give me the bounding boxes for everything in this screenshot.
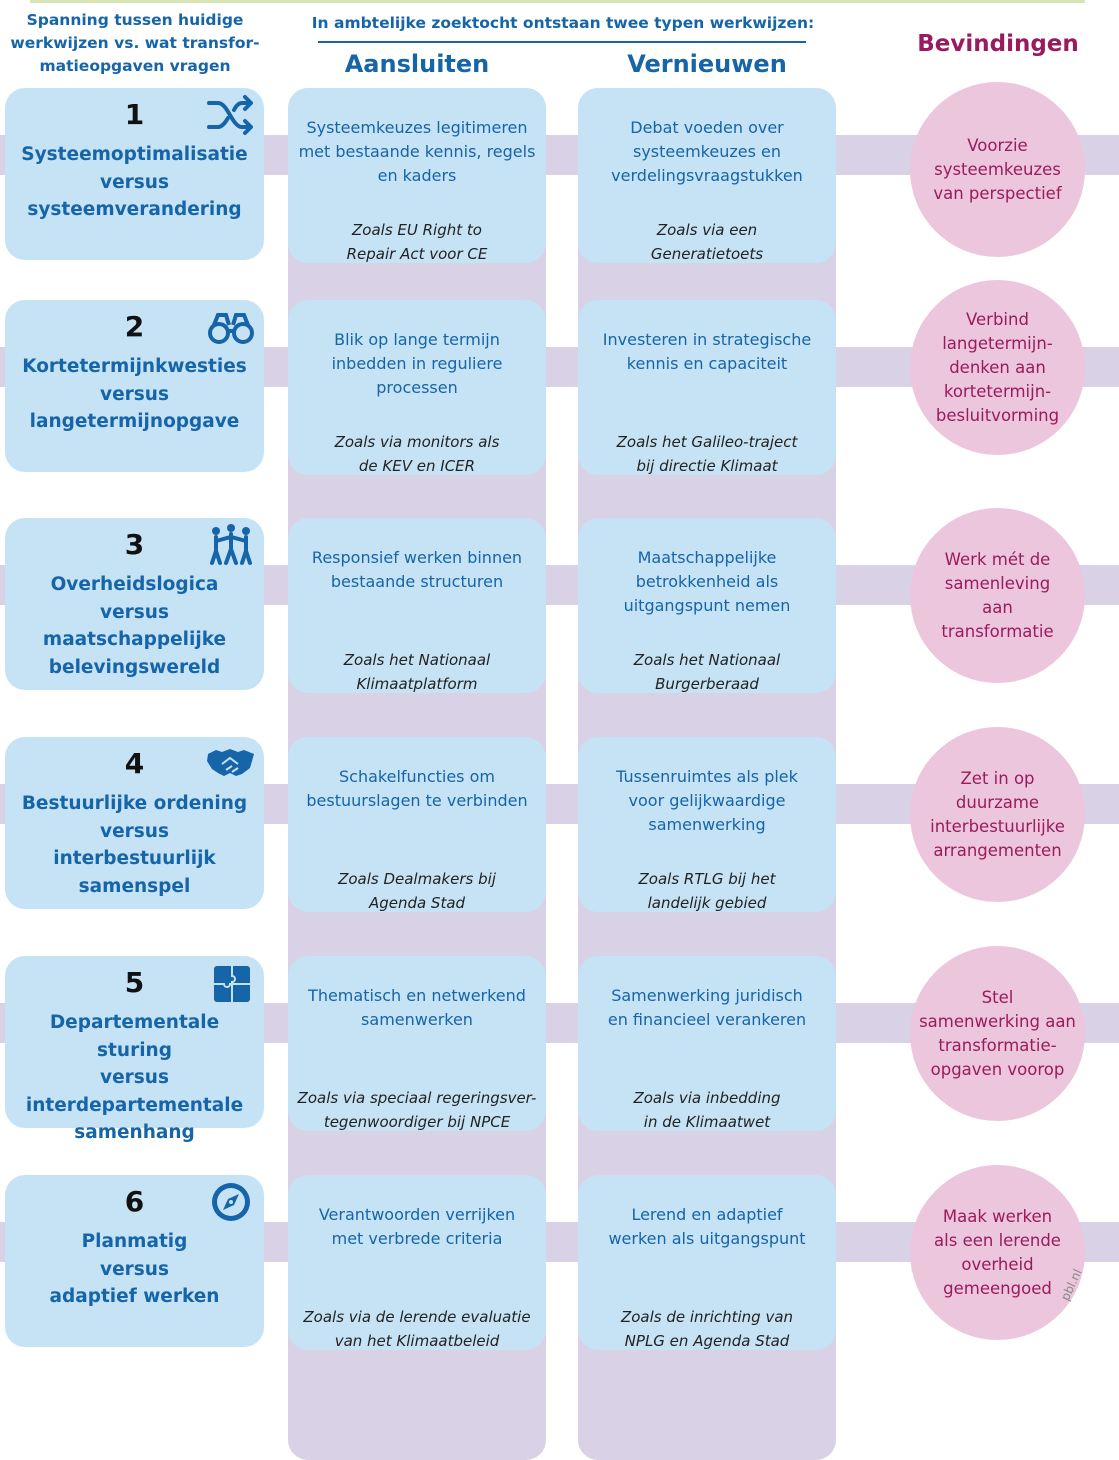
- aansluiten-example: Zoals EU Right to Repair Act voor CE: [346, 221, 488, 263]
- tension-row: 6 Planmatig versus adaptief werken Veran…: [0, 1165, 1119, 1460]
- tension-row: 1 Systeemoptimalisatie versus systeemver…: [0, 82, 1119, 373]
- tension-title: Systeemoptimalisatie versus systeemveran…: [21, 144, 248, 220]
- aansluiten-text: Schakelfuncties om bestuurslagen te verb…: [288, 737, 546, 912]
- tension-row: 2 Kortetermijnkwesties versus langetermi…: [0, 280, 1119, 585]
- vernieuwen-text: Maatschappelijke betrokkenheid als uitga…: [578, 518, 836, 693]
- shuffle-icon: [206, 93, 256, 137]
- header-bevindingen: Bevindingen: [917, 31, 1079, 57]
- header-vernieuwen: Vernieuwen: [627, 50, 787, 78]
- tension-title: Overheidslogica versus maatschappelijke …: [42, 574, 227, 678]
- people-holding-hands-icon: [206, 523, 256, 567]
- tension-box: 3 Overheidslogica versus maatschappelijk…: [5, 518, 264, 690]
- finding-circle: Zet in op duurzame interbestuurlijke arr…: [910, 727, 1085, 902]
- tension-title: Planmatig versus adaptief werken: [49, 1231, 220, 1307]
- header-aansluiten: Aansluiten: [344, 50, 490, 78]
- tension-number: 2: [124, 310, 145, 343]
- tension-row: 3 Overheidslogica versus maatschappelijk…: [0, 508, 1119, 803]
- finding-circle: Maak werken als een lerende overheid gem…: [910, 1165, 1085, 1340]
- top-rule: [30, 0, 1085, 3]
- aansluiten-card: Responsief werken binnen bestaande struc…: [288, 518, 546, 803]
- vernieuwen-card: Lerend en adaptief werken als uitgangspu…: [578, 1175, 836, 1460]
- tension-number: 4: [124, 747, 145, 780]
- vernieuwen-text: Debat voeden over systeemkeuzes en verde…: [578, 88, 836, 263]
- tension-box: 1 Systeemoptimalisatie versus systeemver…: [5, 88, 264, 260]
- vernieuwen-example: Zoals de inrichting van NPLG en Agenda S…: [620, 1308, 794, 1350]
- tension-number: 6: [124, 1185, 145, 1218]
- aansluiten-text: Responsief werken binnen bestaande struc…: [288, 518, 546, 693]
- vernieuwen-example: Zoals RTLG bij het landelijk gebied: [638, 870, 776, 912]
- tension-box: 5 Departementale sturing versus interdep…: [5, 956, 264, 1143]
- aansluiten-text: Verantwoorden verrijken met verbrede cri…: [288, 1175, 546, 1350]
- aansluiten-card: Verantwoorden verrijken met verbrede cri…: [288, 1175, 546, 1460]
- tension-number: 1: [124, 98, 145, 131]
- vernieuwen-text: Lerend en adaptief werken als uitgangspu…: [578, 1175, 836, 1350]
- tension-title: Bestuurlijke ordening versus interbestuu…: [21, 793, 248, 897]
- tension-box: 2 Kortetermijnkwesties versus langetermi…: [5, 300, 264, 472]
- left-column-header: Spanning tussen huidige werkwijzen vs. w…: [10, 11, 260, 75]
- aansluiten-example: Zoals via speciaal regeringsver- tegenwo…: [297, 1089, 537, 1131]
- vernieuwen-text: Tussenruimtes als plek voor gelijkwaardi…: [578, 737, 836, 912]
- vernieuwen-text: Investeren in strategische kennis en cap…: [578, 300, 836, 475]
- finding-circle: Stel samenwerking aan transformatie- opg…: [910, 946, 1085, 1121]
- handshake-icon: [206, 742, 256, 786]
- middle-header-rule: [318, 41, 806, 43]
- finding-circle: Voorzie systeemkeuzes van perspectief: [910, 82, 1085, 257]
- aansluiten-text: Thematisch en netwerkend samenwerken: [288, 956, 546, 1131]
- compass-icon: [206, 1180, 256, 1224]
- finding-circle: Verbind langetermijn- denken aan kortete…: [910, 280, 1085, 455]
- tension-box: 6 Planmatig versus adaptief werken: [5, 1175, 264, 1347]
- tension-number: 5: [124, 966, 145, 999]
- finding-circle: Werk mét de samenleving aan transformati…: [910, 508, 1085, 683]
- aansluiten-example: Zoals via monitors als de KEV en ICER: [334, 433, 500, 475]
- aansluiten-example: Zoals Dealmakers bij Agenda Stad: [338, 870, 496, 912]
- vernieuwen-example: Zoals via inbedding in de Klimaatwet: [633, 1089, 781, 1131]
- aansluiten-example: Zoals via de lerende evaluatie van het K…: [303, 1308, 531, 1350]
- binoculars-icon: [206, 305, 256, 349]
- tension-title: Kortetermijnkwesties versus langetermijn…: [22, 356, 247, 432]
- vernieuwen-example: Zoals via een Generatietoets: [650, 221, 764, 263]
- tension-box: 4 Bestuurlijke ordening versus interbest…: [5, 737, 264, 909]
- vernieuwen-example: Zoals het Nationaal Burgerberaad: [633, 651, 781, 693]
- tension-number: 3: [124, 528, 145, 561]
- middle-header: In ambtelijke zoektocht ontstaan twee ty…: [311, 14, 815, 32]
- aansluiten-text: Systeemkeuzes legitimeren met bestaande …: [288, 88, 546, 263]
- tension-title: Departementale sturing versus interdepar…: [25, 1012, 244, 1143]
- vernieuwen-example: Zoals het Galileo-traject bij directie K…: [616, 433, 798, 475]
- vernieuwen-text: Samenwerking juridisch en financieel ver…: [578, 956, 836, 1131]
- aansluiten-example: Zoals het Nationaal Klimaatplatform: [343, 651, 491, 693]
- puzzle-icon: [206, 961, 256, 1005]
- aansluiten-text: Blik op lange termijn inbedden in reguli…: [288, 300, 546, 475]
